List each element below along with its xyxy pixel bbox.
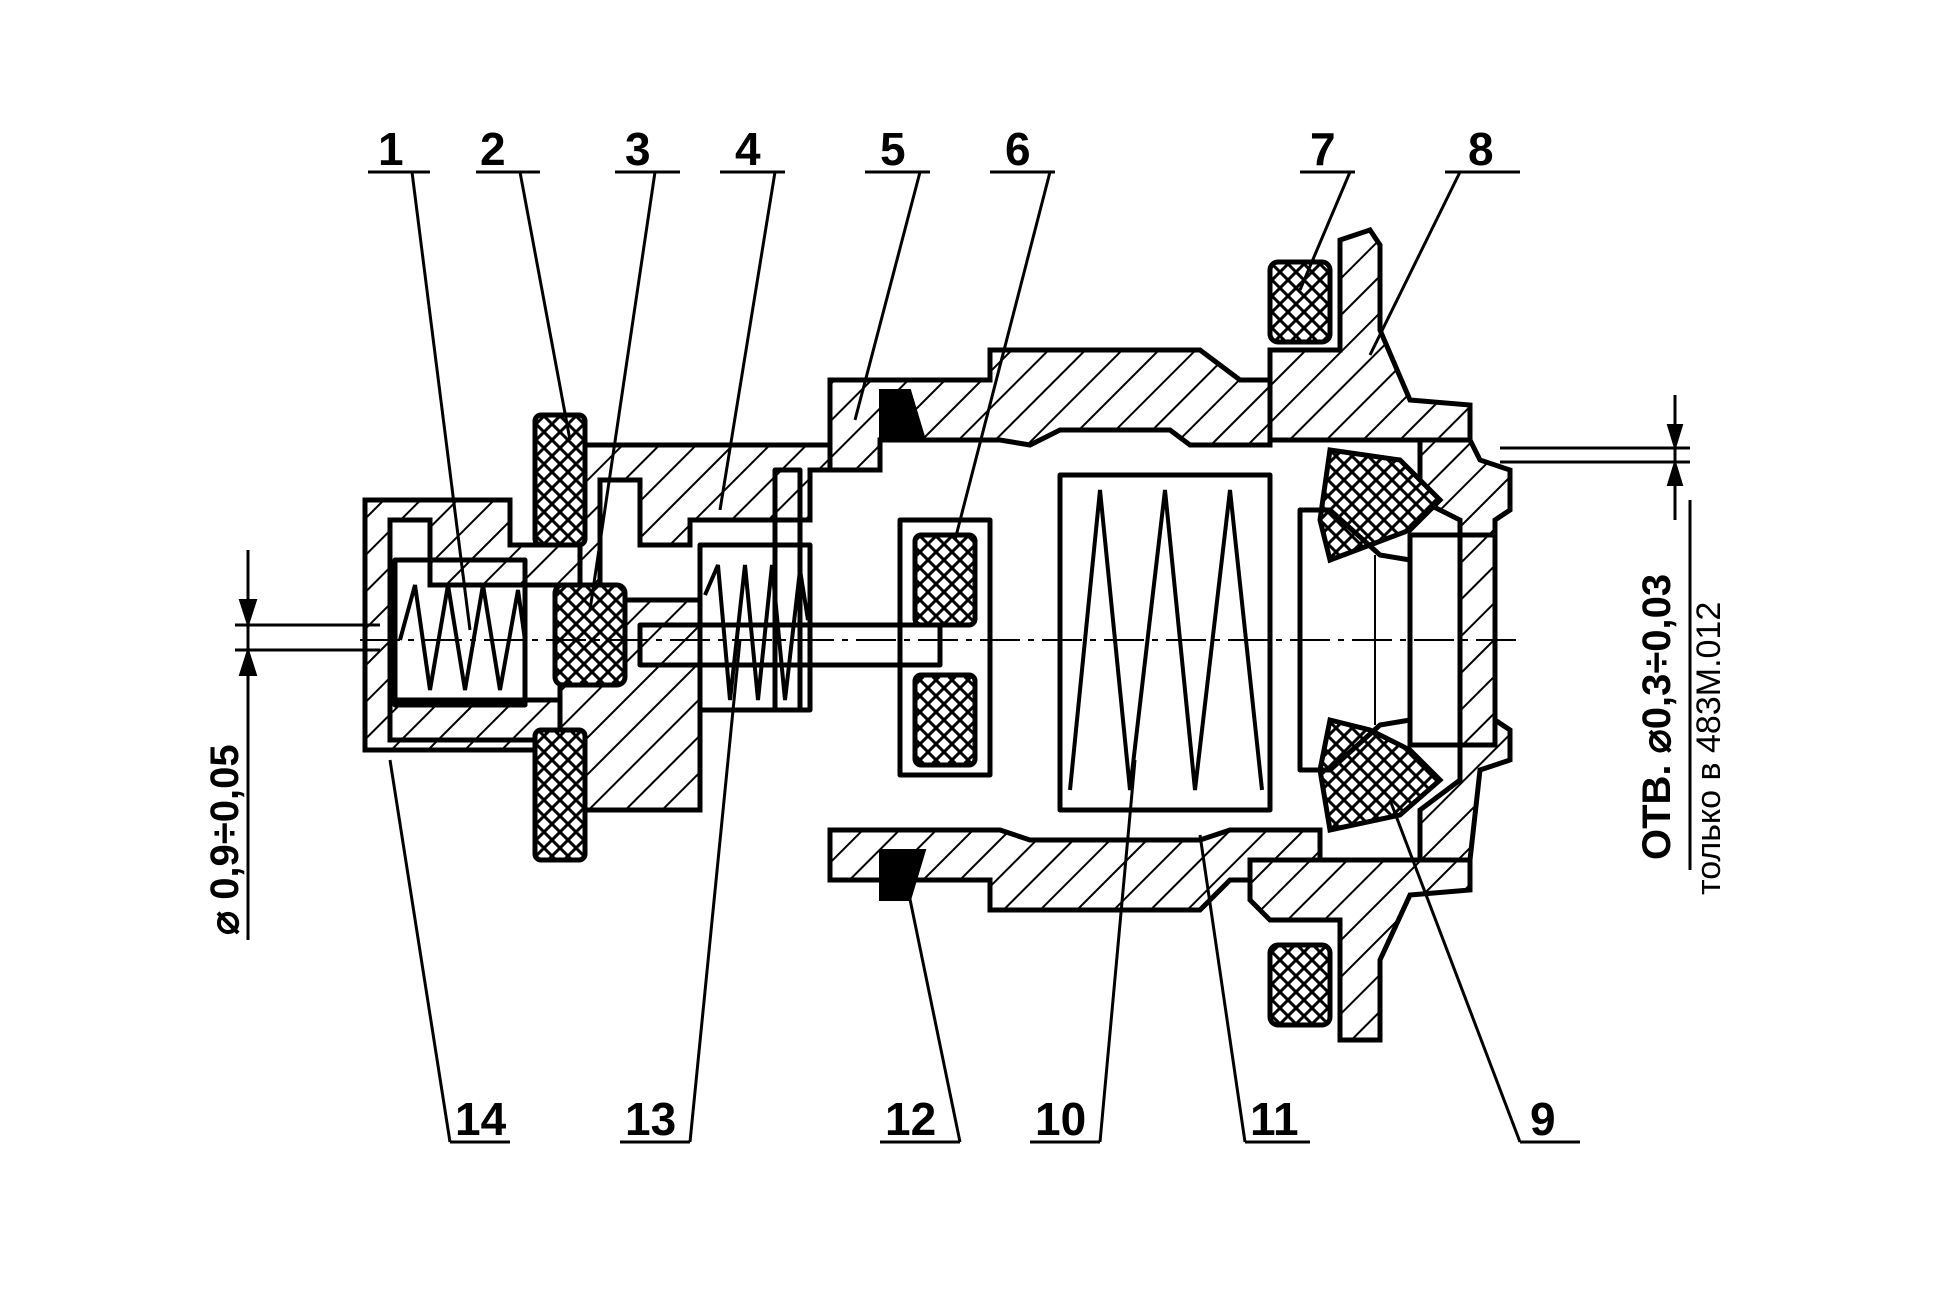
right-flange-lower bbox=[1247, 857, 1473, 1043]
solid-seal-lower bbox=[879, 849, 927, 901]
right-dimension: ОТВ. ⌀0,3÷0,03 только в 483М.012 bbox=[1500, 395, 1728, 895]
hole-note-label: только в 483М.012 bbox=[1690, 602, 1728, 895]
callout-10: 10 bbox=[1035, 1093, 1086, 1145]
seal-ring-6-upper bbox=[912, 532, 978, 628]
diaphragm-9-upper bbox=[1317, 447, 1444, 564]
leaders bbox=[368, 170, 1580, 1144]
seal-ring-7 bbox=[1267, 259, 1333, 345]
callout-12: 12 bbox=[885, 1093, 936, 1145]
callout-3: 3 bbox=[625, 123, 651, 175]
spring-chamber-10 bbox=[1057, 472, 1273, 813]
valve-seat-6 bbox=[897, 517, 993, 778]
valve-seal-3 bbox=[552, 582, 628, 688]
rubber-seals bbox=[532, 259, 1444, 1028]
springs bbox=[398, 489, 1264, 791]
hole-diameter-label: ОТВ. ⌀0,3÷0,03 bbox=[1635, 574, 1679, 860]
callout-9: 9 bbox=[1530, 1093, 1556, 1145]
right-flange-upper bbox=[1267, 227, 1473, 443]
spring-10 bbox=[1068, 489, 1264, 791]
callout-7: 7 bbox=[1310, 123, 1336, 175]
callout-2: 2 bbox=[480, 123, 506, 175]
callout-labels: 1 2 3 4 5 6 7 8 14 13 12 10 11 9 bbox=[378, 123, 1556, 1145]
callout-4: 4 bbox=[735, 123, 761, 175]
central-body-upper bbox=[827, 347, 1273, 473]
diaphragm-9-lower bbox=[1317, 716, 1444, 833]
callout-11: 11 bbox=[1250, 1093, 1299, 1145]
seal-ring-7-lower bbox=[1267, 942, 1333, 1028]
spring-1 bbox=[398, 584, 527, 691]
callout-1: 1 bbox=[378, 123, 404, 175]
callout-8: 8 bbox=[1468, 123, 1494, 175]
left-dimension: ⌀ 0,9÷0,05 bbox=[203, 550, 380, 940]
seal-ring-bottom-left bbox=[532, 727, 588, 863]
callout-13: 13 bbox=[625, 1093, 676, 1145]
callout-5: 5 bbox=[880, 123, 906, 175]
callout-6: 6 bbox=[1005, 123, 1031, 175]
right-end-cap bbox=[1417, 437, 1513, 863]
callout-14: 14 bbox=[455, 1093, 507, 1145]
solid-seal-upper bbox=[879, 389, 927, 441]
spring-13 bbox=[703, 564, 810, 701]
diameter-label-left: ⌀ 0,9÷0,05 bbox=[203, 744, 247, 935]
seal-ring-6-lower bbox=[912, 672, 978, 768]
seal-ring-top-left bbox=[532, 412, 588, 548]
